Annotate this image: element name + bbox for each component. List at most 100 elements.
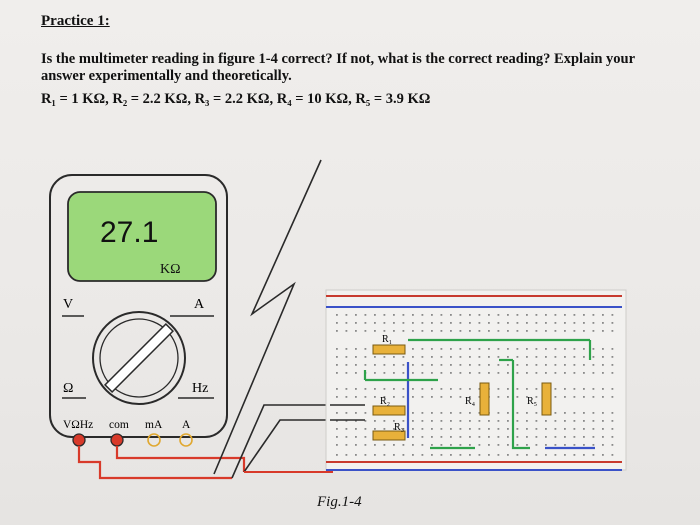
breadboard-hole [355, 388, 357, 390]
breadboard-hole [469, 396, 471, 398]
breadboard-hole [459, 412, 462, 414]
breadboard-hole [478, 348, 481, 350]
breadboard-hole [611, 322, 614, 324]
breadboard-hole [402, 428, 405, 430]
breadboard-hole [583, 444, 585, 446]
breadboard-hole [526, 314, 528, 316]
breadboard-hole [421, 420, 424, 422]
breadboard-hole [345, 412, 348, 414]
breadboard-hole [516, 420, 519, 422]
label-r4: R₄ [465, 396, 476, 407]
breadboard-hole [364, 356, 367, 358]
breadboard-hole [573, 420, 576, 422]
breadboard-hole [459, 396, 462, 398]
breadboard-hole [545, 428, 547, 430]
breadboard-hole [469, 348, 471, 350]
breadboard-hole [431, 322, 433, 324]
breadboard-hole [440, 348, 443, 350]
breadboard-hole [336, 444, 338, 446]
breadboard-hole [440, 322, 443, 324]
breadboard-hole [393, 420, 395, 422]
breadboard: R₁ R₂ R₃ R₄ R₅ [244, 289, 627, 473]
breadboard-hole [573, 444, 576, 446]
breadboard-hole [497, 348, 500, 350]
breadboard-hole [336, 322, 338, 324]
breadboard-hole [440, 454, 443, 456]
breadboard-hole [469, 364, 471, 366]
breadboard-hole [402, 322, 405, 324]
breadboard-hole [440, 396, 443, 398]
selector-dial[interactable] [92, 311, 186, 405]
breadboard-hole [421, 428, 424, 430]
breadboard-hole [554, 444, 557, 446]
breadboard-hole [355, 454, 357, 456]
breadboard-hole [507, 372, 509, 374]
breadboard-hole [554, 388, 557, 390]
breadboard-hole [393, 330, 395, 332]
breadboard-hole [564, 356, 566, 358]
breadboard-hole [535, 444, 538, 446]
breadboard-hole [440, 444, 443, 446]
label-r5: R₅ [527, 396, 537, 407]
breadboard-hole [383, 314, 386, 316]
breadboard-hole [611, 330, 614, 332]
breadboard-hole [602, 436, 604, 438]
port-a[interactable] [179, 433, 193, 447]
breadboard-hole [535, 412, 538, 414]
breadboard-hole [497, 436, 500, 438]
breadboard-hole [516, 356, 519, 358]
breadboard-hole [431, 348, 433, 350]
breadboard-hole [355, 420, 357, 422]
breadboard-hole [602, 428, 604, 430]
breadboard-hole [336, 330, 338, 332]
breadboard-hole [497, 454, 500, 456]
breadboard-hole [535, 428, 538, 430]
breadboard-hole [592, 412, 595, 414]
breadboard-hole [554, 356, 557, 358]
breadboard-hole [592, 356, 595, 358]
breadboard-hole [478, 330, 481, 332]
breadboard-hole [459, 388, 462, 390]
breadboard-hole [478, 364, 481, 366]
breadboard-hole [573, 322, 576, 324]
breadboard-hole [592, 388, 595, 390]
breadboard-hole [478, 436, 481, 438]
breadboard-hole [355, 330, 357, 332]
breadboard-hole [469, 356, 471, 358]
breadboard-hole [545, 356, 547, 358]
breadboard-hole [554, 454, 557, 456]
breadboard-hole [469, 388, 471, 390]
breadboard-hole [412, 348, 414, 350]
breadboard-hole [355, 356, 357, 358]
breadboard-hole [564, 330, 566, 332]
breadboard-hole [497, 396, 500, 398]
breadboard-hole [564, 436, 566, 438]
breadboard-hole [450, 444, 452, 446]
breadboard-hole [421, 322, 424, 324]
breadboard-hole [554, 314, 557, 316]
breadboard-hole [383, 372, 386, 374]
breadboard-hole [440, 412, 443, 414]
breadboard-hole [583, 364, 585, 366]
breadboard-hole [336, 348, 338, 350]
breadboard-hole [535, 348, 538, 350]
breadboard-hole [602, 420, 604, 422]
port-com[interactable] [110, 433, 124, 447]
breadboard-hole [421, 396, 424, 398]
breadboard-hole [478, 420, 481, 422]
port-ma[interactable] [147, 433, 161, 447]
breadboard-hole [545, 420, 547, 422]
breadboard-hole [374, 330, 376, 332]
breadboard-hole [516, 454, 519, 456]
breadboard-hole [459, 314, 462, 316]
breadboard-hole [611, 348, 614, 350]
breadboard-hole [355, 322, 357, 324]
breadboard-hole [602, 322, 604, 324]
port-vohmhz[interactable] [72, 433, 86, 447]
breadboard-hole [412, 322, 414, 324]
breadboard-hole [526, 356, 528, 358]
breadboard-hole [611, 396, 614, 398]
dial-label-a: A [194, 297, 205, 312]
breadboard-hole [488, 372, 490, 374]
breadboard-hole [592, 428, 595, 430]
